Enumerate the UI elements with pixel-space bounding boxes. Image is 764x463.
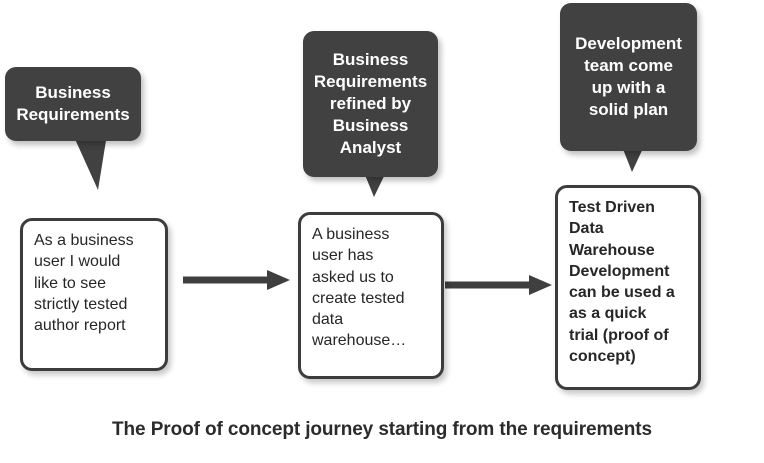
callout-tail-3 — [621, 144, 645, 172]
callout-label-3: Development team come up with a solid pl… — [575, 33, 682, 120]
stage-box-2-text: A business user has asked us to create t… — [312, 226, 407, 350]
arrow-stage1-to-stage2 — [183, 270, 290, 290]
stage-box-3[interactable]: Test Driven Data Warehouse Development c… — [555, 185, 701, 390]
callout-label-1: Business Requirements — [16, 82, 130, 124]
stage-box-3-text: Test Driven Data Warehouse Development c… — [569, 199, 675, 365]
stage-box-1-text: As a business user I would like to see s… — [34, 232, 134, 335]
callout-solid-plan[interactable]: Development team come up with a solid pl… — [560, 3, 697, 151]
diagram-caption: The Proof of concept journey starting fr… — [112, 419, 652, 440]
callout-business-requirements[interactable]: Business Requirements — [5, 67, 141, 141]
stage-box-2[interactable]: A business user has asked us to create t… — [298, 212, 444, 379]
callout-tail-1 — [70, 128, 108, 190]
callout-label-2: Business Requirements refined by Busines… — [313, 49, 428, 158]
stage-box-1[interactable]: As a business user I would like to see s… — [20, 218, 168, 371]
arrow-stage2-to-stage3 — [445, 275, 552, 295]
callout-refined-by-analyst[interactable]: Business Requirements refined by Busines… — [303, 31, 438, 177]
